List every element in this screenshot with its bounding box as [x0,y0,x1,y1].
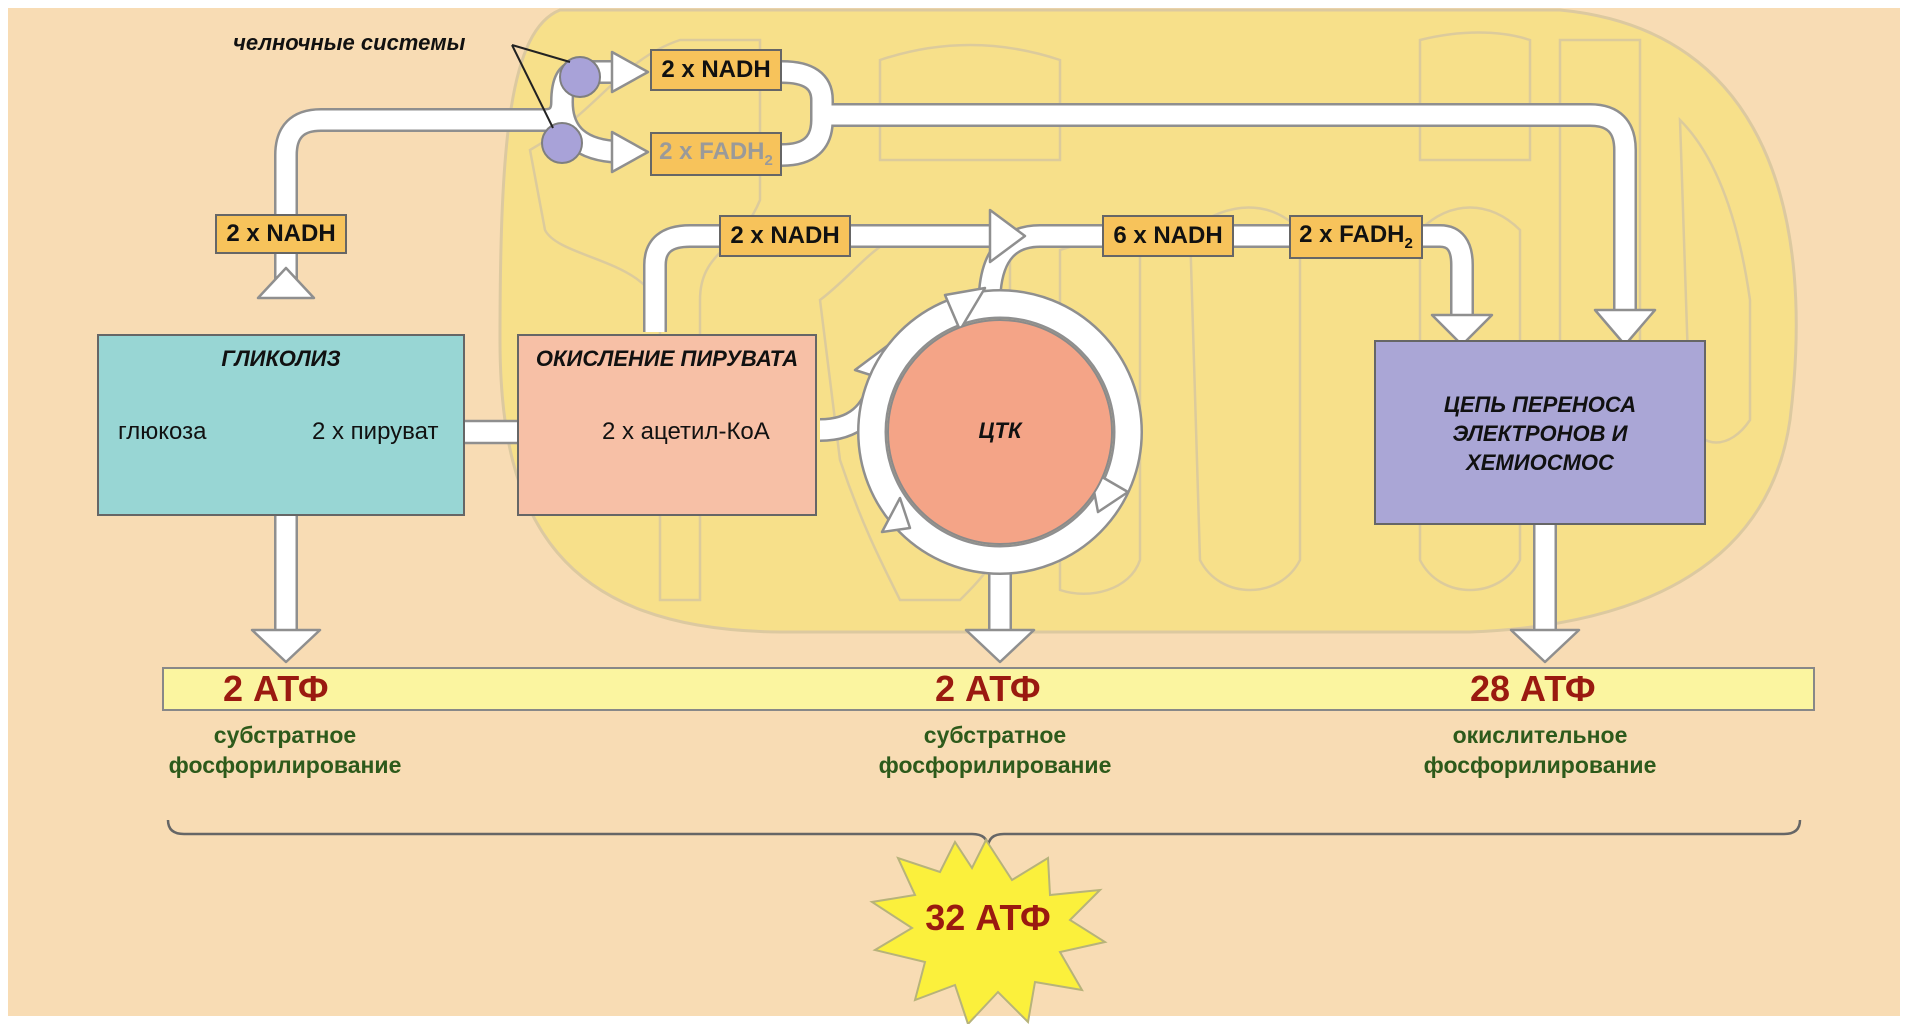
etc-label: ЦЕПЬ ПЕРЕНОСА ЭЛЕКТРОНОВ И ХЕМИОСМОС [1375,390,1705,477]
tca-nadh-label: 6 x NADH [1103,222,1233,250]
yield-oxphos-line2: фосфорилирование [1390,750,1690,780]
yield-glycolysis-desc: субстратное фосфорилирование [135,720,435,780]
pyruvate-oxidation-title: ОКИСЛЕНИЕ ПИРУВАТА [518,346,816,372]
tca-fadh2-sub: 2 [1405,235,1413,252]
glucose-label: глюкоза [118,418,206,446]
yield-oxphos-desc: окислительное фосфорилирование [1390,720,1690,780]
tca-fadh2-base: 2 x FADH [1299,221,1404,248]
acetyl-coa-label: 2 x ацетил-КоА [602,418,770,446]
yield-glycolysis: 2 АТФ [223,668,329,710]
pyruvate-label: 2 x пируват [312,418,438,446]
yield-tca-line2: фосфорилирование [845,750,1145,780]
glycolysis-title: ГЛИКОЛИЗ [98,346,464,372]
tca-fadh2-label: 2 x FADH2 [1290,221,1422,252]
yield-tca-line1: субстратное [845,720,1145,750]
pyruvate-nadh-label: 2 x NADH [720,222,850,250]
yield-tca: 2 АТФ [935,668,1041,710]
yield-glycolysis-line2: фосфорилирование [135,750,435,780]
etc-line1: ЦЕПЬ ПЕРЕНОСА [1375,390,1705,419]
shuttle-fadh2-label: 2 x FADH2 [651,138,781,169]
tca-label: ЦТК [940,418,1060,444]
total-atp: 32 АТФ [888,897,1088,939]
etc-line2: ЭЛЕКТРОНОВ И [1375,419,1705,448]
yield-tca-desc: субстратное фосфорилирование [845,720,1145,780]
shuttle-fadh2-base: 2 x FADH [659,138,764,165]
shuttle-fadh2-sub: 2 [765,152,773,169]
shuttle-systems-label: челночные системы [233,30,465,56]
etc-line3: ХЕМИОСМОС [1375,448,1705,477]
yield-oxphos: 28 АТФ [1470,668,1596,710]
yield-glycolysis-line1: субстратное [135,720,435,750]
yield-oxphos-line1: окислительное [1390,720,1690,750]
cyto-nadh-label: 2 x NADH [216,220,346,248]
shuttle-nadh-label: 2 x NADH [651,56,781,84]
